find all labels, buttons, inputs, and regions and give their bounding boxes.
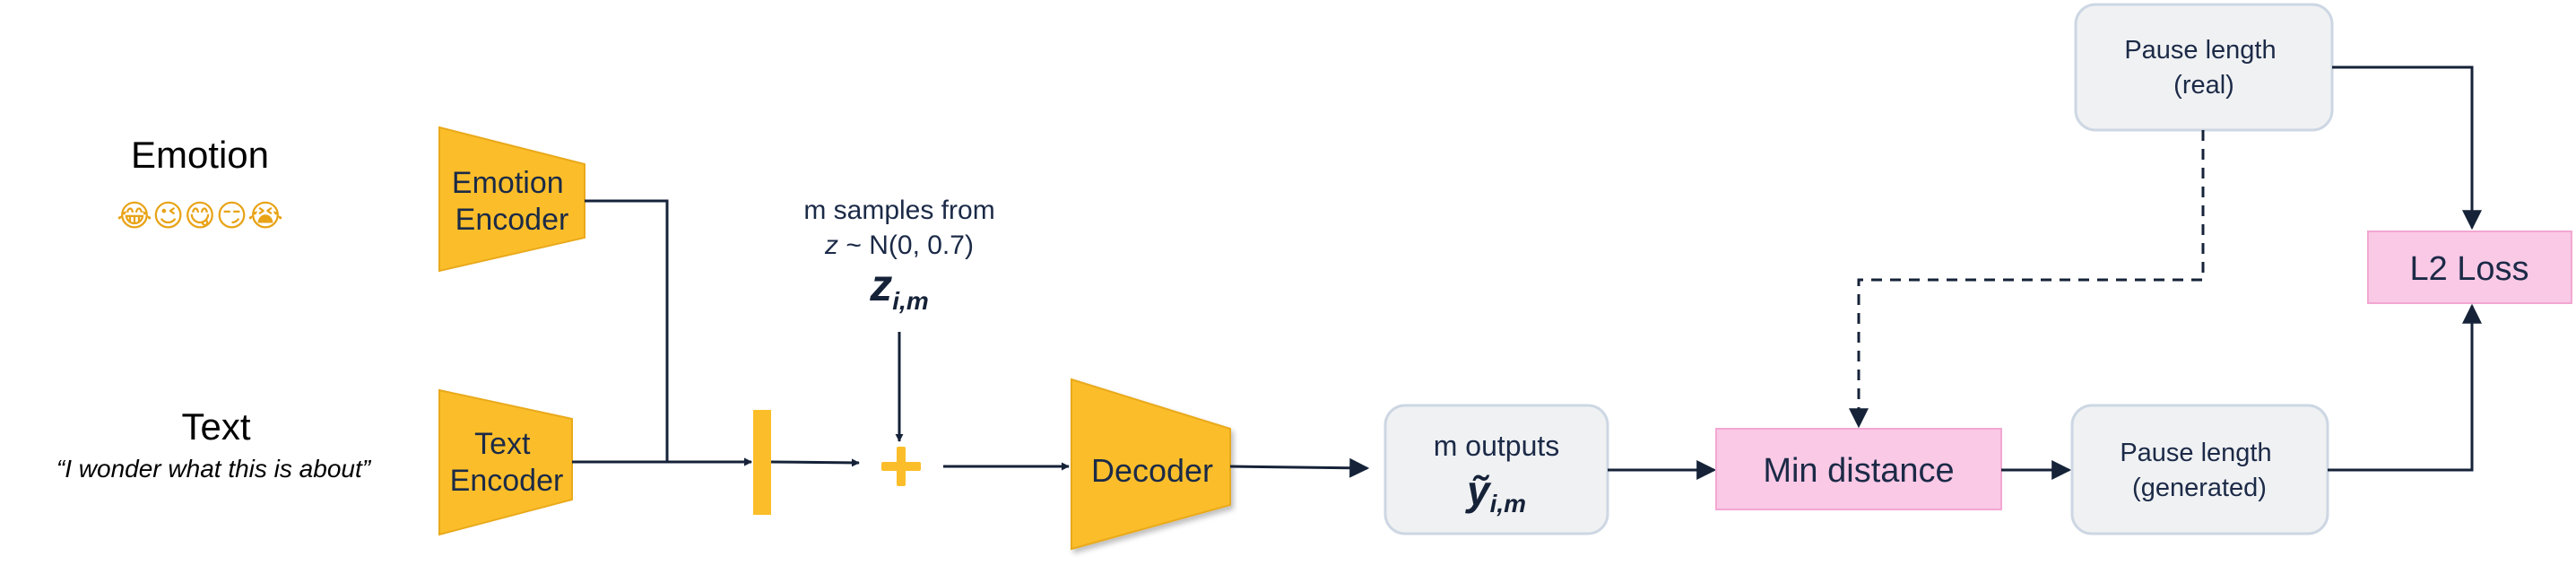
pause-real-box: Pause length (real) [2074,3,2334,132]
sampling-line1: m samples from [803,196,994,225]
min-distance-shape [1715,428,2002,510]
emotion-encoder-line2: Encoder [455,203,569,237]
sampling-distribution: z ~ N(0, 0.7) [824,231,974,260]
l2-loss-label: L2 Loss [2409,250,2528,288]
svg-text:Pause length (real): Pause length (real) [2124,36,2283,100]
emotion-encoder-connector [585,199,752,466]
pause-real-line2: (real) [2173,71,2234,100]
outputs-label: m outputs [1434,430,1560,462]
sampling-dist-rest: ~ N(0, 0.7) [838,231,974,260]
pause-real-shape [2074,3,2334,132]
decoder: Decoder [1071,378,1231,551]
z-symbol: zi,m [869,260,928,315]
text-encoder-line2: Encoder [450,464,564,498]
pause-real-line1: Pause length [2124,36,2276,65]
z-subscript: i,m [892,287,928,315]
svg-text:Emotion Encoder: Emotion Encoder [452,166,572,237]
concat-to-plus-arrow [770,458,860,467]
text-encoder: Text Encoder [438,388,573,536]
decoder-to-outputs-arrow [1229,457,1370,478]
real-to-min-dashed-arrow [1849,130,2205,429]
emotion-label: Emotion [131,134,269,176]
decoder-shape [1071,378,1231,551]
emotion-encoder-shape [438,126,585,273]
emotion-encoder: Emotion Encoder [438,126,585,273]
plus-icon [881,447,921,486]
emotion-emojis: 😂😉😋😏😭 [117,199,283,233]
y-letter: ỹ [1465,467,1492,514]
min-distance-box: Min distance [1715,428,2002,510]
outputs-box: m outputs ỹi,m [1383,404,1609,535]
l2-loss-shape [2367,231,2572,304]
pause-generated-box: Pause length (generated) [2070,404,2329,535]
decoder-label: Decoder [1091,452,1213,489]
text-encoder-shape [438,388,573,536]
text-label: Text [181,405,250,448]
real-to-l2-arrow [2332,65,2482,231]
y-subscript: i,m [1490,490,1526,518]
sampling-dist-var: z [824,231,838,260]
text-example: “I wonder what this is about” [56,455,372,483]
min-distance-label: Min distance [1763,452,1954,490]
pause-generated-line2: (generated) [2132,474,2267,502]
text-encoder-line1: Text [474,427,531,461]
pause-generated-shape [2070,404,2329,535]
pause-generated-line1: Pause length [2120,439,2271,467]
z-letter: z [869,260,892,310]
y-symbol: ỹi,m [1465,467,1526,518]
svg-text:Pause length (generated): Pause length (generated) [2120,439,2278,502]
l2-loss-box: L2 Loss [2367,231,2572,304]
emotion-encoder-line1: Emotion [452,166,564,200]
generated-to-l2-arrow [2328,303,2482,472]
concat-bar [753,410,771,515]
svg-text:Text Encoder: Text Encoder [450,427,564,498]
